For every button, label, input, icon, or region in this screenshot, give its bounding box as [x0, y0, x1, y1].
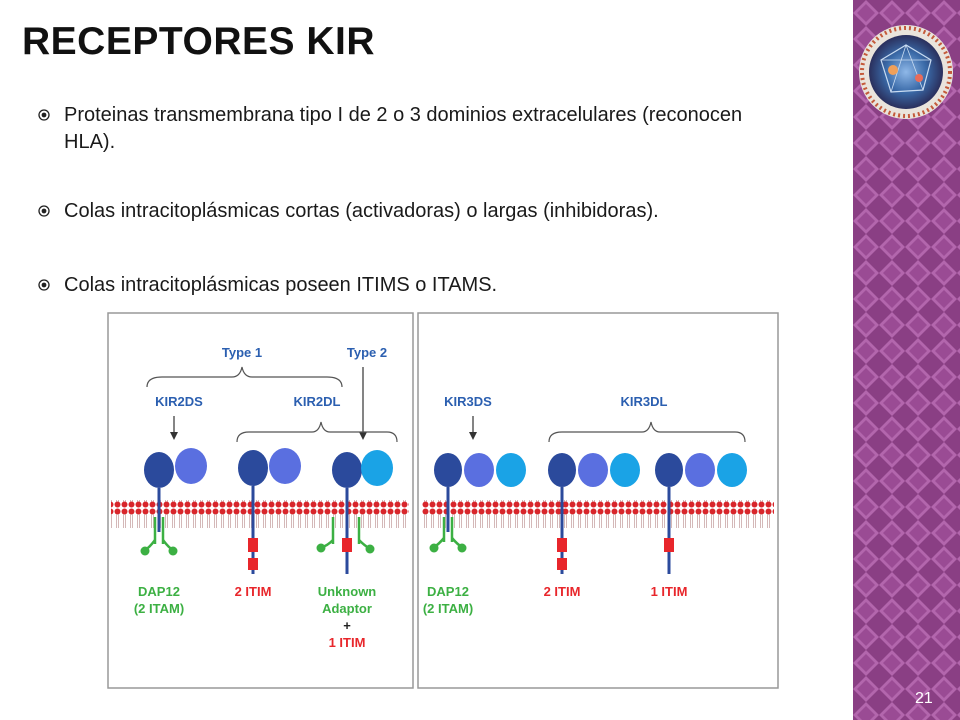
label-unknown: Unknown	[318, 584, 377, 599]
label-adaptor: Adaptor	[322, 601, 372, 616]
kir3ds-receptor	[429, 453, 526, 553]
kir2dl-receptor	[238, 448, 301, 574]
bullet-item: Proteinas transmembrana tipo I de 2 o 3 …	[38, 102, 798, 156]
bullet-text: Proteinas transmembrana tipo I de 2 o 3 …	[64, 104, 743, 153]
label-plus: +	[343, 618, 351, 633]
sidebar-pattern	[853, 0, 960, 720]
slide-title: RECEPTORES KIR	[22, 20, 376, 63]
label-type2: Type 2	[347, 345, 387, 360]
label-type1: Type 1	[222, 345, 262, 360]
kir2dl-type2-receptor	[316, 450, 393, 574]
arrowhead-type2	[359, 432, 367, 440]
kir-receptor-figure: Type 1 Type 2 KIR2DS KIR2DL	[107, 312, 779, 690]
label-1itim-right: 1 ITIM	[651, 584, 688, 599]
brace-kir2dl	[236, 421, 398, 443]
label-kir3dl: KIR3DL	[621, 394, 668, 409]
bullet-item: Colas intracitoplásmicas cortas (activad…	[38, 198, 818, 225]
label-dap12-left: DAP12	[138, 584, 180, 599]
bullet-text: Colas intracitoplásmicas cortas (activad…	[64, 200, 659, 222]
label-dap12-itam-left: (2 ITAM)	[134, 601, 184, 616]
label-1itim-left: 1 ITIM	[329, 635, 366, 650]
label-kir2ds: KIR2DS	[155, 394, 203, 409]
bullet-text: Colas intracitoplásmicas poseen ITIMS o …	[64, 274, 498, 296]
decorative-sidebar	[853, 0, 960, 720]
circled-dot-icon	[38, 109, 50, 121]
bullet-item: Colas intracitoplásmicas poseen ITIMS o …	[38, 272, 818, 299]
slide-number: 21	[915, 690, 933, 707]
brace-type1	[146, 366, 343, 388]
label-kir2dl: KIR2DL	[294, 394, 341, 409]
kir2ds-receptor	[140, 448, 207, 556]
arrowhead-kir2ds	[170, 432, 178, 440]
label-kir3ds: KIR3DS	[444, 394, 492, 409]
label-dap12-right: DAP12	[427, 584, 469, 599]
label-dap12-itam-right: (2 ITAM)	[423, 601, 473, 616]
circled-dot-icon	[38, 279, 50, 291]
circled-dot-icon	[38, 205, 50, 217]
membrane-right	[422, 500, 774, 528]
kir3dl-2itim-receptor	[548, 453, 640, 574]
label-2itim-left: 2 ITIM	[235, 584, 272, 599]
virus-logo-icon	[859, 25, 953, 119]
arrowhead-kir3ds	[469, 432, 477, 440]
label-2itim-right: 2 ITIM	[544, 584, 581, 599]
brace-kir3dl	[548, 421, 746, 443]
kir3dl-1itim-receptor	[655, 453, 747, 574]
